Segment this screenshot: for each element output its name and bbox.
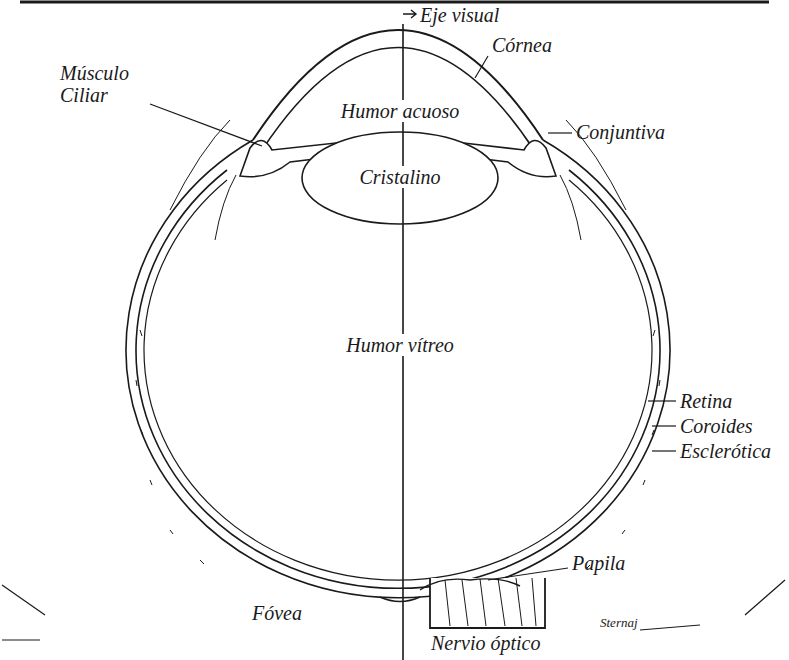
part-label: Fóvea <box>252 602 302 624</box>
leader-line <box>648 400 676 401</box>
part-label: Retina <box>680 390 732 412</box>
leader-line <box>548 132 572 133</box>
leader-line <box>488 568 568 580</box>
conjunctiva-line <box>170 120 230 210</box>
signature: Sternaj <box>600 616 638 630</box>
nerve-fibres <box>445 578 536 626</box>
fovea <box>380 597 420 602</box>
part-label: Córnea <box>492 34 552 56</box>
retina-outline <box>144 180 652 580</box>
axis-arrow <box>403 10 416 18</box>
part-label: Coroides <box>680 415 753 437</box>
wall-texture <box>136 330 660 569</box>
part-label: Papila <box>572 552 625 574</box>
lens-outline <box>302 132 498 224</box>
ciliary-line <box>215 175 236 240</box>
axis-label: Eje visual <box>420 4 499 26</box>
optic-nerve <box>430 578 545 628</box>
part-label: Humor acuoso <box>338 100 462 122</box>
frame-mark <box>2 580 785 640</box>
choroid-outline <box>136 170 660 588</box>
papilla <box>420 579 520 590</box>
part-label: Músculo Ciliar <box>60 62 152 106</box>
leader-line <box>652 450 676 451</box>
part-label: Humor vítreo <box>343 334 457 356</box>
part-label: Nervio óptico <box>428 632 543 654</box>
leader-line <box>150 104 262 146</box>
frame-edge <box>20 1 769 4</box>
part-label: Cristalino <box>356 166 443 188</box>
ciliary-line <box>560 175 581 240</box>
part-label: Conjuntiva <box>576 121 665 143</box>
part-label: Esclerótica <box>680 440 771 462</box>
leader-line <box>652 425 676 426</box>
leader-line <box>475 56 488 78</box>
